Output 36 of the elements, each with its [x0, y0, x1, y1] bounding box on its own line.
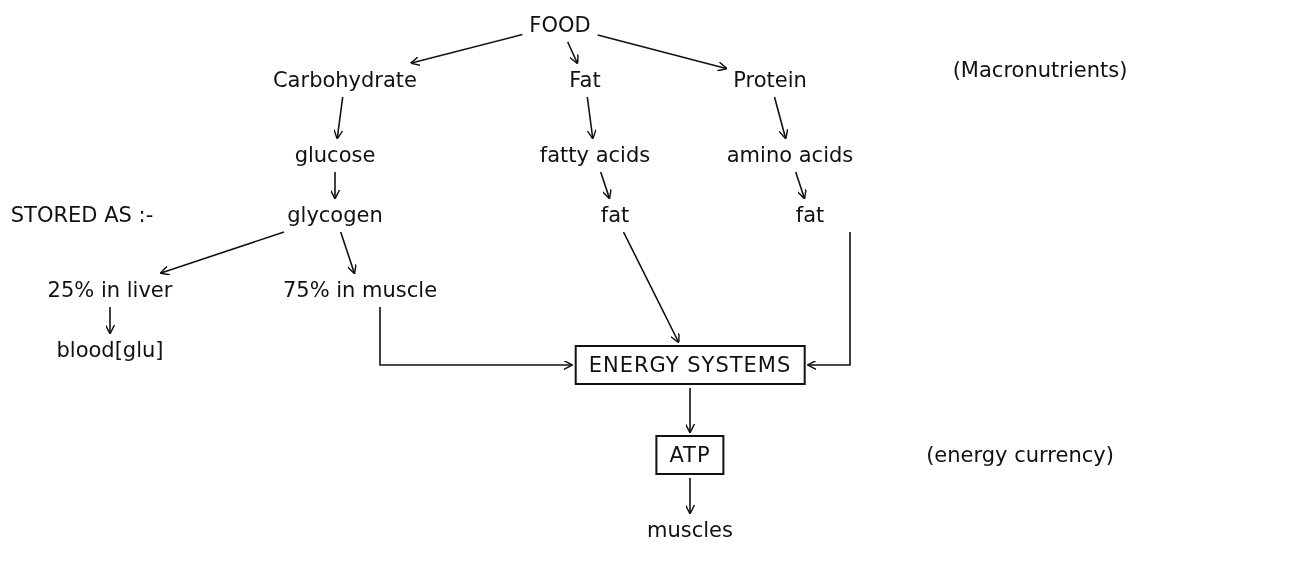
arrow [773, 96, 789, 140]
arrow [159, 231, 285, 276]
arrow [339, 231, 357, 275]
node-label: FOOD [525, 11, 595, 39]
node-label: glucose [290, 141, 380, 169]
node-label: amino acids [722, 141, 858, 169]
arrow [684, 477, 696, 515]
arrow [566, 41, 579, 65]
arrow [596, 34, 728, 72]
node-label: fatty acids [535, 141, 655, 169]
arrow [684, 387, 696, 434]
arrow [806, 231, 851, 371]
node-label: fat [596, 201, 634, 229]
arrow [622, 231, 680, 344]
node-label: Protein [729, 66, 811, 94]
note-text: STORED AS :- [10, 203, 154, 227]
note-text: (Macronutrients) [952, 58, 1128, 82]
node-label: fat [791, 201, 829, 229]
arrow [599, 171, 612, 200]
note-text: (energy currency) [926, 443, 1114, 467]
node-label: glycogen [283, 201, 387, 229]
arrow [794, 171, 807, 200]
node-label: blood[glu] [52, 336, 168, 364]
arrow [333, 96, 344, 140]
node-label: 75% in muscle [278, 276, 442, 304]
arrow [104, 306, 116, 335]
process-box: ENERGY SYSTEMS [574, 345, 806, 385]
arrow [586, 96, 597, 140]
arrow [379, 306, 574, 371]
arrow [409, 33, 524, 67]
node-label: muscles [643, 516, 737, 544]
node-label: Carbohydrate [268, 66, 422, 94]
arrow [329, 171, 341, 200]
node-label: Fat [565, 66, 605, 94]
process-box: ATP [655, 435, 725, 475]
node-label: 25% in liver [43, 276, 177, 304]
